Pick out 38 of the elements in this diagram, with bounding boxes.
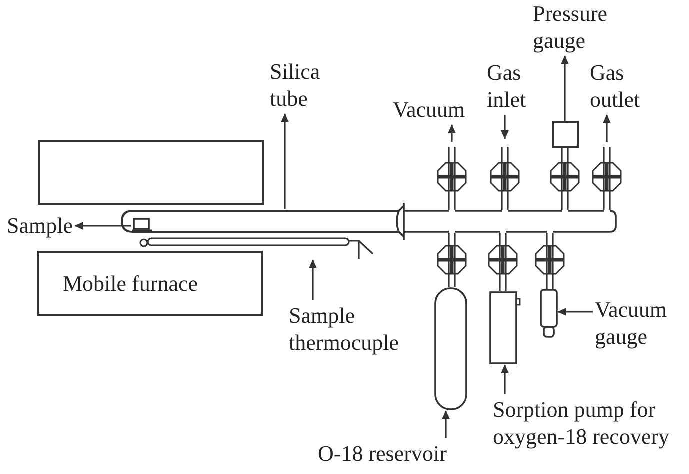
reservoir-vessel bbox=[434, 287, 468, 411]
manifold-pipe bbox=[404, 210, 617, 233]
gas-pipe bbox=[561, 147, 569, 211]
part-label: Pressure gauge bbox=[533, 0, 608, 54]
gauge-box bbox=[552, 121, 579, 148]
gas-pipe bbox=[501, 146, 509, 211]
leader-arrow bbox=[308, 260, 318, 300]
part-label: Sample bbox=[7, 212, 73, 239]
flow-arrow bbox=[602, 114, 612, 142]
leader-arrow bbox=[280, 114, 290, 209]
glass-joint bbox=[394, 202, 405, 241]
part-label: Sorption pump for oxygen-18 recovery bbox=[493, 396, 675, 450]
port-label: Gas outlet bbox=[590, 59, 640, 113]
leader-arrow bbox=[442, 410, 450, 438]
gas-pipe bbox=[546, 232, 554, 290]
silica-tube bbox=[120, 209, 399, 235]
leader-arrow bbox=[558, 308, 593, 316]
gas-pipe bbox=[603, 146, 611, 211]
vacuum-gauge bbox=[540, 289, 558, 338]
part-label: O-18 reservoir bbox=[318, 440, 447, 467]
port-label: Gas inlet bbox=[487, 59, 526, 113]
leader-arrow bbox=[560, 56, 570, 121]
gas-pipe bbox=[448, 146, 456, 211]
flow-arrow bbox=[448, 124, 456, 142]
sorption-pump bbox=[489, 291, 522, 365]
leader-arrow bbox=[74, 222, 131, 230]
furnace-label: Mobile furnace bbox=[63, 270, 198, 297]
part-label: Vacuum gauge bbox=[595, 296, 668, 350]
gas-pipe bbox=[448, 232, 456, 288]
part-label: Silica tube bbox=[270, 58, 320, 112]
port-label: Vacuum bbox=[393, 96, 466, 123]
furnace-box bbox=[38, 140, 264, 205]
leader-arrow bbox=[500, 364, 510, 394]
part-label: Sample thermocuple bbox=[289, 302, 399, 356]
furnace-box bbox=[37, 251, 263, 316]
sample-boat bbox=[131, 218, 153, 233]
gas-pipe bbox=[499, 232, 507, 292]
flow-arrow bbox=[500, 115, 510, 140]
